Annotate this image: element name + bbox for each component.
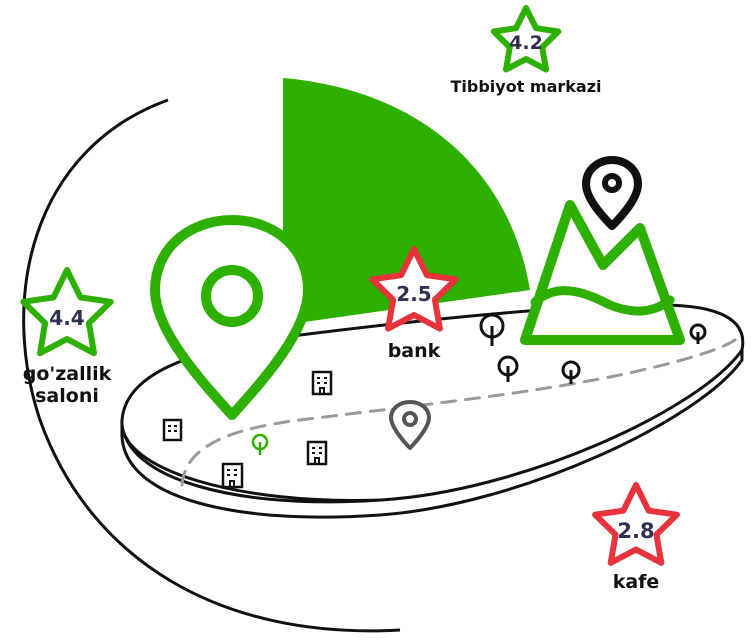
tree-icon — [479, 313, 505, 346]
rating-tibbiyot: 4.2 — [509, 32, 543, 54]
location-pin-icon — [582, 156, 642, 230]
rating-star-icon — [20, 267, 114, 357]
star-outline — [369, 246, 459, 332]
mountain-icon — [520, 200, 685, 345]
place-name-line: go'zallik — [22, 363, 112, 385]
place-name-bank: bank — [387, 340, 441, 362]
location-pin-icon — [150, 215, 313, 420]
place-name-line: saloni — [35, 384, 99, 407]
tree-icon — [251, 433, 269, 455]
dashed-road — [180, 338, 737, 487]
tree-icon — [561, 360, 581, 384]
star-outline — [20, 267, 114, 357]
place-name-tibbiyot: Tibbiyot markazi — [450, 77, 602, 96]
star-outline — [592, 482, 680, 566]
location-pin-icon — [389, 400, 431, 450]
green-sector — [283, 78, 530, 325]
rating-star-icon — [369, 246, 459, 332]
rating-bank: 2.5 — [396, 282, 431, 306]
rating-gozallik: 4.4 — [49, 306, 84, 330]
star-outline — [490, 5, 562, 73]
building-icon — [306, 440, 328, 466]
outer-arc — [22, 98, 401, 633]
place-name-gozallik: go'zallik saloni — [14, 363, 120, 408]
building-icon — [162, 418, 183, 442]
place-name-kafe: kafe — [612, 571, 660, 593]
rating-kafe: 2.8 — [617, 519, 654, 543]
tree-icon — [497, 355, 519, 382]
building-icon — [221, 462, 244, 489]
building-icon — [311, 370, 333, 396]
rating-star-icon — [490, 5, 562, 73]
rating-star-icon — [592, 482, 680, 566]
tree-icon — [689, 323, 707, 344]
